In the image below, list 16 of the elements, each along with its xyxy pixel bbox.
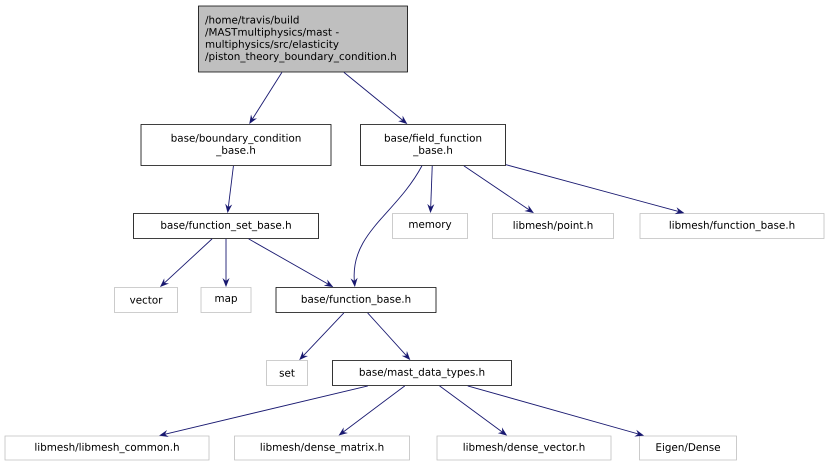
file-box: base/boundary_condition _base.h bbox=[140, 124, 332, 166]
file-box: set bbox=[266, 360, 308, 386]
file-box: base/function_base.h bbox=[276, 287, 436, 313]
file-box: libmesh/point.h bbox=[492, 213, 614, 239]
file-box: vector bbox=[114, 287, 178, 313]
file-box: Eigen/Dense bbox=[639, 436, 737, 460]
file-box: libmesh/dense_matrix.h bbox=[234, 436, 410, 460]
file-box: libmesh/libmesh_common.h bbox=[4, 436, 210, 460]
file-box: base/mast_data_types.h bbox=[332, 360, 512, 386]
file-box: /home/travis/build /MASTmultiphysics/mast -multiphysics/src/elasticity /piston_theory_boundary_condition.h bbox=[198, 6, 408, 72]
file-box: libmesh/dense_vector.h bbox=[436, 436, 612, 460]
file-box: base/function_set_base.h bbox=[133, 213, 319, 239]
file-box: map bbox=[200, 287, 252, 313]
file-box: memory bbox=[392, 213, 468, 239]
file-box: libmesh/function_base.h bbox=[640, 213, 824, 239]
file-box: base/field_function _base.h bbox=[360, 124, 506, 166]
